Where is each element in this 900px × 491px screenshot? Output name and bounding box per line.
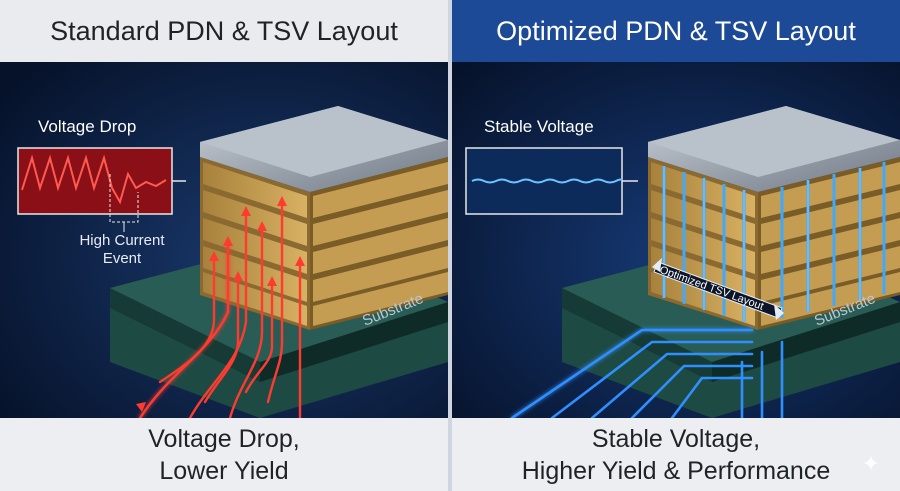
standard-title: Standard PDN & TSV Layout (0, 0, 448, 62)
optimized-caption-line1: Stable Voltage, (591, 424, 761, 453)
voltage-drop-label: Voltage Drop (38, 117, 137, 136)
optimized-panel: Optimized PDN & TSV Layout (452, 0, 900, 491)
optimized-illustration (452, 62, 900, 418)
power-traces (510, 328, 784, 418)
optimized-caption-line2: Higher Yield & Performance (521, 456, 831, 485)
sparkle-icon: ✦ (861, 451, 880, 476)
tsv-layout-band (652, 258, 784, 320)
optimized-caption: Stable Voltage, Higher Yield & Performan… (452, 418, 900, 491)
stable-voltage-label: Stable Voltage (484, 117, 594, 136)
standard-scene: Voltage Drop High Current Event Substrat… (0, 62, 448, 418)
standard-caption-line1: Voltage Drop, (148, 424, 300, 453)
standard-caption-line2: Lower Yield (159, 456, 289, 485)
panel-divider (448, 0, 452, 491)
high-current-event-label: High Current Event (79, 232, 165, 267)
voltage-drop-graph (17, 147, 173, 215)
current-paths (138, 200, 302, 418)
standard-illustration (0, 62, 448, 418)
voltage-waveform (21, 154, 167, 205)
optimized-title: Optimized PDN & TSV Layout (452, 0, 900, 62)
optimized-scene: Stable Voltage Optimized TSV Layout Subs… (452, 62, 900, 418)
standard-panel: Standard PDN & TSV Layout (0, 0, 448, 491)
stable-waveform (471, 178, 623, 184)
standard-caption: Voltage Drop, Lower Yield (0, 418, 448, 491)
